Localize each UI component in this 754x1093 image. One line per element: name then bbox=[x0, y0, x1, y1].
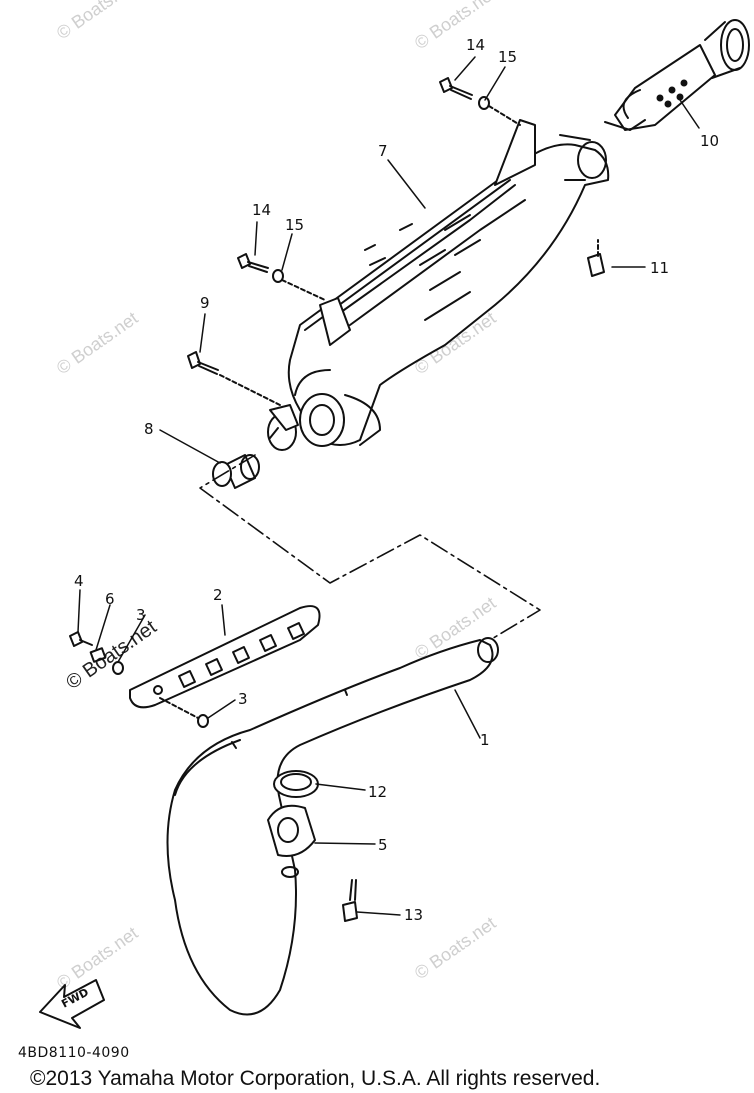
part-label-14-upper: 14 bbox=[466, 36, 485, 54]
watermark: © Boats.net bbox=[411, 0, 500, 53]
bolt-14-middle bbox=[237, 253, 269, 273]
fwd-arrow-icon bbox=[39, 979, 105, 1029]
washer-15-upper bbox=[478, 96, 490, 110]
watermark: © Boats.net bbox=[53, 0, 142, 43]
part-label-1: 1 bbox=[480, 731, 490, 749]
part-label-14-middle: 14 bbox=[252, 201, 271, 219]
muffler bbox=[267, 119, 610, 451]
gasket-ring-12 bbox=[273, 770, 319, 798]
washer-3-lower bbox=[197, 714, 209, 728]
copyright-notice: ©2013 Yamaha Motor Corporation, U.S.A. A… bbox=[30, 1067, 601, 1090]
spark-arrester bbox=[604, 19, 750, 131]
part-label-13: 13 bbox=[404, 906, 423, 924]
part-label-6: 6 bbox=[105, 590, 115, 608]
assembly-outline bbox=[199, 454, 541, 641]
bolt-9 bbox=[187, 351, 281, 406]
drawing-code: 4BD8110-4090 bbox=[18, 1045, 130, 1061]
part-label-9: 9 bbox=[200, 294, 210, 312]
part-label-15-upper: 15 bbox=[498, 48, 517, 66]
part-label-3-upper: 3 bbox=[136, 606, 146, 624]
watermark: © Boats.net bbox=[411, 913, 500, 983]
part-label-10: 10 bbox=[700, 132, 719, 150]
flange-5 bbox=[267, 804, 316, 878]
part-label-11: 11 bbox=[650, 259, 669, 277]
part-label-15-middle: 15 bbox=[285, 216, 304, 234]
part-label-3-lower: 3 bbox=[238, 690, 248, 708]
part-label-2: 2 bbox=[213, 586, 223, 604]
bolt-4 bbox=[69, 631, 93, 647]
part-label-7: 7 bbox=[378, 142, 388, 160]
watermark: © Boats.net bbox=[53, 308, 142, 378]
part-label-8: 8 bbox=[144, 420, 154, 438]
exhaust-pipe bbox=[166, 637, 499, 1016]
part-label-4: 4 bbox=[74, 572, 84, 590]
part-label-5: 5 bbox=[378, 836, 388, 854]
bolt-14-upper bbox=[439, 77, 473, 100]
washer-15-middle bbox=[272, 269, 284, 283]
bolt-13 bbox=[342, 879, 358, 922]
gasket-sleeve-8 bbox=[212, 454, 260, 489]
part-label-12: 12 bbox=[368, 783, 387, 801]
heat-protector bbox=[129, 605, 321, 709]
bolt-11 bbox=[587, 239, 605, 277]
part-labels: 14 15 7 10 14 15 11 9 8 4 2 6 3 3 1 12 5… bbox=[59, 36, 719, 1011]
leader-lines bbox=[77, 56, 700, 916]
